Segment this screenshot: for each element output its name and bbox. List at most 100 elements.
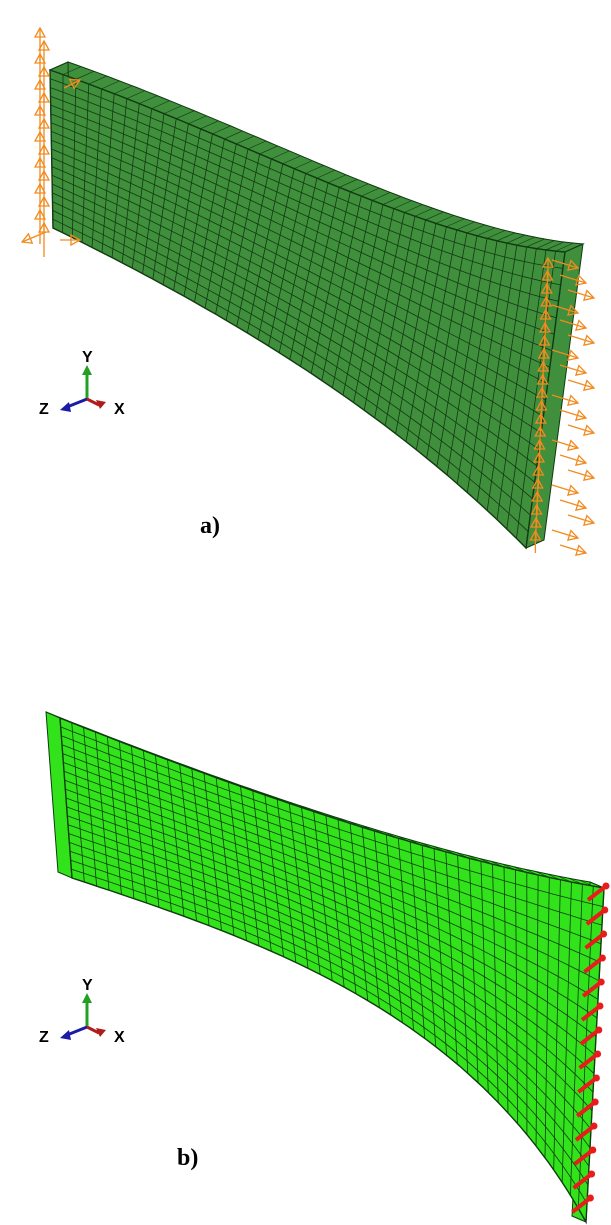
mesh-line-horizontal: [50, 95, 559, 302]
fixed-marker-dot: [592, 1074, 600, 1082]
mesh-line-thickness: [189, 766, 205, 774]
fixed-marker: [580, 1004, 602, 1022]
mesh-line-thickness: [350, 183, 369, 193]
mesh-line-thickness: [75, 71, 95, 80]
fixed-marker-dot: [591, 1098, 599, 1106]
mesh-line-thickness: [404, 204, 423, 213]
mesh-line-horizontal: [62, 753, 601, 963]
triad-label-x: X: [114, 1029, 125, 1046]
mesh-line-thickness: [62, 66, 82, 75]
arrow-shaft: [551, 529, 579, 539]
mesh-line-thickness: [212, 125, 231, 135]
mesh-line-thickness: [275, 797, 290, 804]
arrow-shaft: [559, 454, 587, 464]
mesh-line-thickness: [129, 744, 144, 751]
arrow-shaft: [551, 349, 579, 359]
mesh-line-horizontal: [65, 797, 596, 1056]
mesh-line-horizontal: [50, 113, 555, 335]
mesh-line-thickness: [311, 809, 326, 816]
fixed-marker: [572, 1172, 593, 1190]
mesh-line-thickness: [555, 242, 574, 252]
mesh-line-horizontal: [52, 201, 533, 500]
displacement-arrows: [20, 26, 596, 556]
fixed-marker: [571, 1196, 592, 1214]
mesh-line-thickness: [328, 174, 347, 184]
y-arrowhead: [82, 365, 92, 375]
fixed-marker: [581, 980, 603, 998]
mesh-line-thickness: [250, 788, 266, 796]
mesh-line-thickness: [214, 775, 229, 783]
mesh-line-horizontal: [71, 868, 588, 1204]
mesh-line-horizontal: [50, 122, 553, 352]
mesh-line-thickness: [446, 218, 465, 228]
triad-label-z: Z: [39, 1029, 49, 1046]
arrow-shaft: [559, 409, 587, 419]
mesh-line-thickness: [153, 753, 168, 761]
mesh-line-thickness: [271, 150, 290, 160]
triad-label-y: Y: [82, 977, 93, 994]
mesh-line-horizontal: [50, 104, 557, 319]
mesh-line-thickness: [545, 241, 565, 251]
triad-label-y: Y: [82, 349, 93, 366]
panel-b: Y Z X b): [39, 711, 610, 1225]
arrow-shaft: [567, 334, 595, 344]
fixed-marker-dot: [595, 1026, 603, 1034]
mesh-line-thickness: [557, 875, 572, 883]
mesh-line-thickness: [476, 227, 496, 237]
arrow-shaft: [567, 469, 595, 479]
mesh-line-thickness: [506, 234, 526, 244]
z-axis-arrow: [66, 397, 88, 409]
mesh-line-thickness: [224, 130, 243, 140]
mesh-line-thickness: [316, 169, 336, 179]
fixed-marker: [583, 956, 604, 974]
mesh-line-thickness: [568, 877, 583, 885]
mesh-line-thickness: [263, 792, 278, 800]
mesh-line-thickness: [455, 851, 470, 859]
mesh-line-thickness: [93, 730, 108, 737]
mesh-line-thickness: [226, 780, 241, 787]
mesh-line-thickness: [259, 145, 278, 155]
mesh-line-thickness: [126, 90, 145, 99]
x-axis-arrow: [86, 397, 100, 407]
fixed-marker-dot: [596, 1002, 604, 1010]
mesh-line-horizontal: [70, 859, 589, 1186]
fixed-marker: [575, 1100, 597, 1118]
panel-label-a: a): [200, 513, 220, 539]
mesh-line-thickness: [443, 848, 458, 856]
mesh-line-thickness: [435, 215, 455, 224]
mesh-line-thickness: [425, 211, 444, 221]
mesh-line-thickness: [466, 224, 485, 234]
mesh-line-thickness: [546, 873, 561, 881]
mesh-line-horizontal: [67, 815, 594, 1093]
x-arrowhead: [96, 400, 106, 409]
mesh-line-thickness: [361, 187, 380, 197]
fixed-marker-dot: [589, 1146, 597, 1154]
mesh-line-thickness: [163, 105, 183, 114]
mesh-line-horizontal: [61, 735, 603, 926]
mesh-line-horizontal: [50, 87, 561, 286]
mesh-line-thickness: [165, 757, 180, 765]
arrow-shaft: [559, 364, 587, 374]
mesh-line-horizontal: [68, 833, 592, 1130]
specimen-mesh-b: [45, 711, 605, 1225]
mesh-line-thickness: [339, 179, 358, 188]
arrow-shaft: [21, 231, 47, 243]
fixed-marker: [584, 932, 605, 950]
fixed-marker-dot: [602, 882, 610, 890]
fixed-marker-dot: [588, 1170, 596, 1178]
arrow-shaft: [551, 304, 579, 314]
mesh-line-thickness: [393, 200, 412, 209]
mesh-line-horizontal: [52, 192, 535, 483]
mesh-line-horizontal: [51, 157, 544, 417]
mesh-line-horizontal: [52, 183, 538, 467]
fixed-marker: [578, 1052, 599, 1070]
x-arrowhead: [96, 1028, 106, 1037]
mesh-line-thickness: [117, 739, 132, 747]
mesh-line-thickness: [466, 854, 482, 862]
mesh-line-horizontal: [60, 726, 604, 907]
main-face: [49, 69, 566, 550]
mesh-line-thickness: [177, 762, 192, 770]
panel-label-b: b): [177, 1145, 198, 1171]
mesh-line-thickness: [456, 221, 475, 231]
mesh-line-horizontal: [51, 131, 550, 368]
